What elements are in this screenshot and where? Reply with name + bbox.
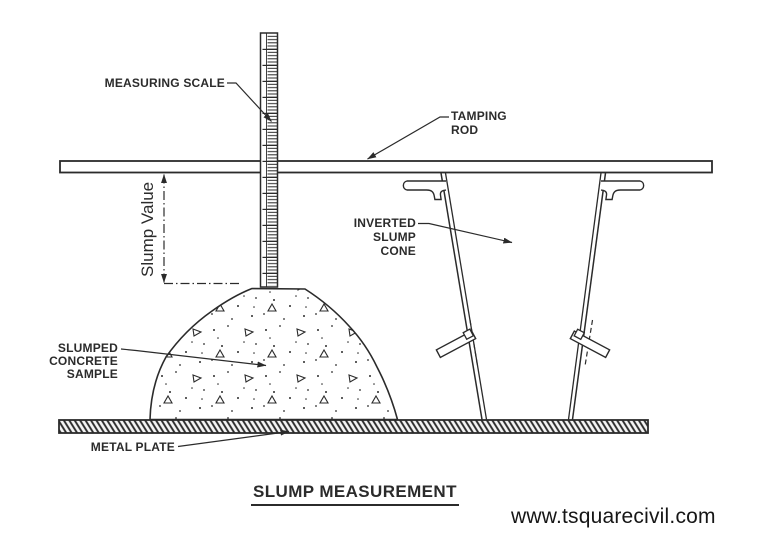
slumped-concrete-sample <box>149 287 399 421</box>
tamping-rod <box>59 160 713 174</box>
measuring-scale-label: MEASURING SCALE <box>104 76 225 90</box>
cone-clamp-left <box>435 319 479 367</box>
diagram-title: SLUMP MEASUREMENT <box>251 482 459 506</box>
leader-tamping-rod <box>367 116 449 160</box>
tamping-rod-label: TAMPING ROD <box>451 109 507 137</box>
metal-plate <box>58 419 649 434</box>
leader-inverted-cone <box>418 222 513 244</box>
measuring-scale <box>259 32 279 288</box>
leader-slumped-sample <box>120 348 267 368</box>
leader-metal-plate <box>177 429 290 448</box>
slump-value-dimension <box>161 174 241 285</box>
inverted-slump-cone <box>402 172 645 420</box>
slump-value-label: Slump Value <box>138 181 157 278</box>
leader-lines <box>120 82 513 448</box>
cone-clamp-right <box>569 319 611 367</box>
inverted-slump-cone-label: INVERTED SLUMP CONE <box>353 216 416 258</box>
cone-handle-left <box>402 180 447 201</box>
cone-handle-right <box>600 180 645 201</box>
leader-measuring-scale <box>227 82 272 122</box>
metal-plate-label: METAL PLATE <box>90 440 175 454</box>
website-watermark: www.tsquarecivil.com <box>511 505 716 528</box>
slumped-concrete-sample-label: SLUMPED CONCRETE SAMPLE <box>49 341 118 381</box>
